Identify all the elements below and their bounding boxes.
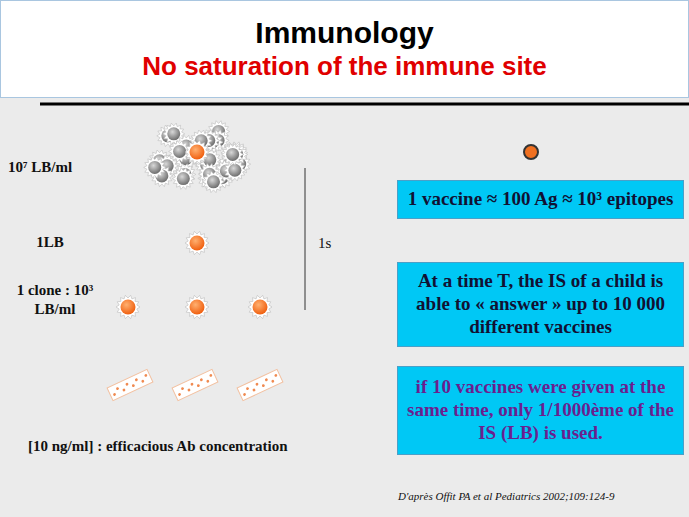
antibody-dot [271, 379, 275, 383]
clone-label: 1 clone : 10³ LB/ml [5, 281, 105, 319]
antibody-dot [190, 382, 194, 386]
background [0, 98, 689, 517]
cell-halo [144, 157, 166, 178]
cell [226, 148, 239, 161]
antibody-dot [141, 379, 145, 383]
info-box: if 10 vaccines were given at the same ti… [397, 366, 684, 455]
cell [173, 145, 186, 158]
antibody-dot [200, 378, 204, 382]
header-band: ImmunologyNo saturation of the immune si… [0, 0, 689, 98]
antibody-label: [10 ng/ml] : efficacious Ab concentratio… [28, 437, 368, 456]
antibody-dot [144, 374, 148, 378]
antibody-dot [125, 382, 129, 386]
antibody-body [237, 369, 283, 400]
cell [207, 175, 220, 188]
cell-halo [248, 295, 272, 318]
info-box: At a time T, the IS of a child is able t… [397, 262, 684, 347]
antibody-dot [132, 384, 136, 388]
cell [167, 127, 180, 140]
cell-halo [116, 295, 140, 318]
cell [190, 145, 205, 160]
antibody-dot [252, 388, 256, 392]
antibody-dot [178, 393, 182, 397]
antibody-body [172, 369, 218, 400]
citation: D'après Offit PA et al Pediatrics 2002;1… [398, 490, 684, 504]
box-text: 1 vaccine ≈ 100 Ag ≈ 10³ epitopes [404, 188, 677, 211]
cell-halo [185, 231, 209, 254]
antibody-strip [107, 369, 153, 400]
slide-subtitle: No saturation of the immune site [9, 51, 680, 82]
cell [121, 300, 136, 315]
b-cell-population [144, 121, 251, 193]
cell [190, 236, 205, 251]
antibody-dot [197, 384, 201, 388]
cell [148, 161, 161, 174]
cell-halo [222, 144, 244, 165]
antibody-dot [262, 384, 266, 388]
antibody-dot [209, 374, 213, 378]
antibody-dot [113, 393, 117, 397]
antibody-dot [265, 378, 269, 382]
cell-halo [202, 171, 224, 192]
box-text: if 10 vaccines were given at the same ti… [406, 376, 675, 444]
box-text: At a time T, the IS of a child is able t… [404, 270, 677, 338]
cell [190, 300, 205, 315]
antibody-body [107, 369, 153, 400]
cell-label: 1LB [20, 233, 80, 252]
antibody-dot [255, 382, 259, 386]
cell-halo [185, 295, 209, 318]
antigen-dot [524, 145, 538, 159]
header-rule [40, 103, 689, 106]
antibody-dot [274, 374, 278, 378]
antibody-dot [181, 387, 185, 391]
antibody-dot [122, 388, 126, 392]
time-label: 1s [318, 234, 348, 253]
cell [253, 300, 268, 315]
info-box: 1 vaccine ≈ 100 Ag ≈ 10³ epitopes [397, 180, 684, 219]
slide-title: Immunology [9, 15, 680, 51]
cell-halo [185, 140, 209, 163]
antibody-dot [206, 379, 210, 383]
population-label: 10⁷ LB/ml [8, 158, 118, 177]
antibody-dot [246, 387, 250, 391]
antibody-dot [116, 387, 120, 391]
antibody-strip [237, 369, 283, 400]
time-bar [305, 168, 306, 310]
antibodies [107, 369, 283, 400]
cell-halo [172, 168, 194, 189]
cell [228, 164, 241, 177]
antibody-dot [187, 388, 191, 392]
antibody-dot [243, 393, 247, 397]
cell [177, 172, 190, 185]
antibody-strip [172, 369, 218, 400]
b-cells [116, 231, 272, 318]
antibody-dot [135, 378, 139, 382]
